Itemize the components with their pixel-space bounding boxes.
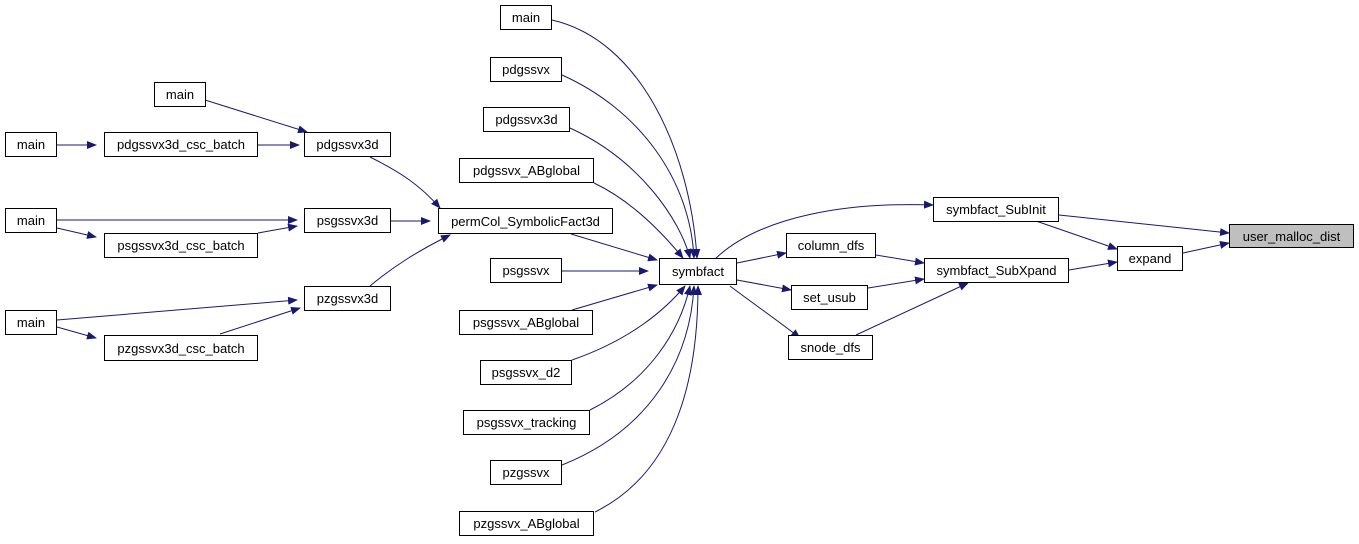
node-psgssvx3d-csc-batch[interactable]: psgssvx3d_csc_batch <box>104 233 258 258</box>
edge <box>257 223 298 234</box>
edge <box>855 282 969 336</box>
node-pzgssvx3d-csc-batch[interactable]: pzgssvx3d_csc_batch <box>104 335 258 361</box>
edge <box>713 200 934 261</box>
node-expand[interactable]: expand <box>1117 246 1183 271</box>
node-main[interactable]: main <box>5 132 57 157</box>
node-main[interactable]: main <box>5 310 57 335</box>
node-pdgssvx-abglobal[interactable]: pdgssvx_ABglobal <box>459 158 594 183</box>
node-main[interactable]: main <box>5 208 57 233</box>
edge <box>561 285 698 466</box>
node-permcol-symbolicfact3d[interactable]: permCol_SymbolicFact3d <box>438 208 613 234</box>
node-pdgssvx[interactable]: pdgssvx <box>490 57 562 82</box>
edge <box>571 283 658 311</box>
edge <box>551 19 701 259</box>
edge <box>369 234 451 287</box>
node-main[interactable]: main <box>154 82 206 107</box>
edge <box>867 276 925 289</box>
node-symbfact[interactable]: symbfact <box>659 258 737 285</box>
edge <box>569 127 692 259</box>
edge <box>56 227 97 239</box>
edge <box>589 285 692 411</box>
node-psgssvx3d[interactable]: psgssvx3d <box>304 208 391 233</box>
edge <box>1068 259 1118 271</box>
node-pzgssvx3d[interactable]: pzgssvx3d <box>304 286 391 311</box>
node-psgssvx-abglobal[interactable]: psgssvx_ABglobal <box>459 310 593 335</box>
node-pdgssvx3d[interactable]: pdgssvx3d <box>304 132 391 157</box>
edge <box>1035 220 1118 250</box>
node-user-malloc-dist: user_malloc_dist <box>1229 224 1354 248</box>
node-pdgssvx3d-csc-batch[interactable]: pdgssvx3d_csc_batch <box>104 132 258 157</box>
node-psgssvx[interactable]: psgssvx <box>490 258 562 283</box>
node-main[interactable]: main <box>500 5 552 30</box>
edge <box>729 285 801 339</box>
node-pzgssvx[interactable]: pzgssvx <box>490 460 562 485</box>
node-column-dfs[interactable]: column_dfs <box>786 233 876 258</box>
node-psgssvx-d2[interactable]: psgssvx_d2 <box>480 360 572 385</box>
node-symbfact-subinit[interactable]: symbfact_SubInit <box>933 197 1059 222</box>
edge <box>56 326 97 340</box>
edge <box>571 285 686 361</box>
node-pzgssvx-abglobal[interactable]: pzgssvx_ABglobal <box>459 511 594 536</box>
edge <box>369 156 441 209</box>
edge <box>56 296 298 321</box>
edge <box>204 99 308 134</box>
edge <box>1058 214 1230 237</box>
edge <box>1182 241 1230 254</box>
edge <box>736 250 787 264</box>
edge <box>570 233 658 262</box>
node-snode-dfs[interactable]: snode_dfs <box>788 335 873 360</box>
node-pdgssvx3d[interactable]: pdgssvx3d <box>483 107 570 132</box>
node-symbfact-subxpand[interactable]: symbfact_SubXpand <box>924 258 1069 283</box>
edge <box>736 279 792 293</box>
node-set-usub[interactable]: set_usub <box>791 285 868 310</box>
edge <box>593 182 684 259</box>
edge <box>875 254 925 266</box>
edge <box>561 74 698 259</box>
edge <box>219 306 301 335</box>
edge <box>594 285 702 513</box>
node-psgssvx-tracking[interactable]: psgssvx_tracking <box>463 410 590 435</box>
